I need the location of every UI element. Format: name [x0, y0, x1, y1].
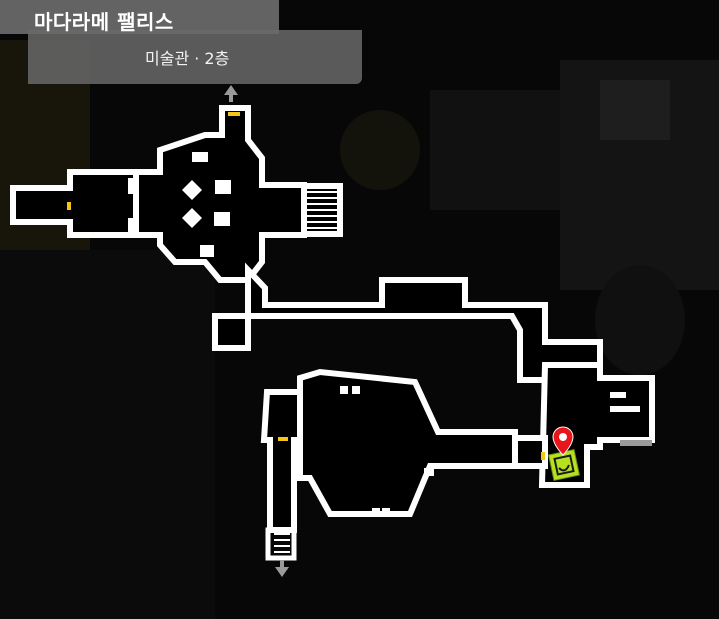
interior-ticks [340, 386, 652, 516]
east-link-corridor [512, 435, 548, 469]
wall-notch [128, 178, 134, 194]
location-title: 마다라메 팰리스 [34, 10, 174, 34]
pillar-block [214, 212, 230, 226]
pillar-block [215, 180, 231, 194]
west-room [10, 169, 139, 238]
door [278, 437, 288, 441]
location-subtitle: 미술관 · 2층 [145, 49, 230, 68]
door [228, 112, 240, 116]
safe-room-icon[interactable] [547, 448, 581, 482]
statue-block [192, 152, 208, 162]
diamond-pillar [182, 208, 202, 228]
stairs [274, 191, 338, 553]
door [541, 452, 545, 460]
location-pin-icon[interactable] [552, 426, 574, 456]
location-subtitle-panel [28, 30, 362, 84]
arrow-up-icon[interactable] [224, 85, 238, 102]
door [67, 202, 71, 210]
central-hall [297, 368, 518, 517]
location-title-panel [0, 0, 279, 34]
pillar-block [200, 245, 214, 257]
diamond-pillar [182, 180, 202, 200]
south-west-column [260, 389, 303, 533]
doors [67, 112, 545, 460]
north-hall-details [128, 152, 231, 257]
wall-notch [128, 218, 134, 234]
arrow-down-icon[interactable] [275, 560, 289, 577]
south-stair-frame [265, 527, 297, 561]
